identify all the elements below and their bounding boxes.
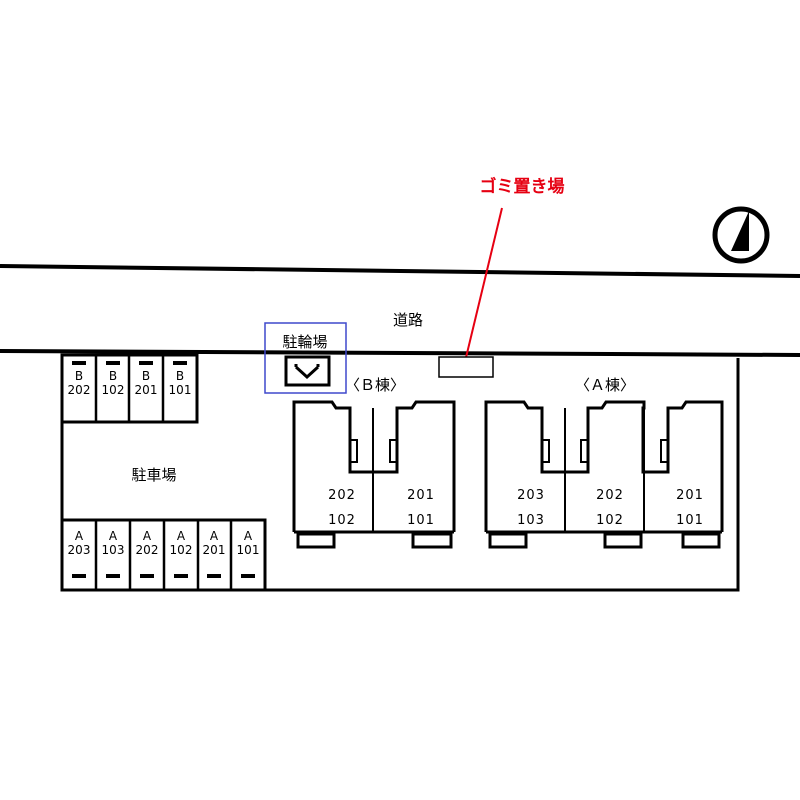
unit-label: 202 102: [596, 488, 624, 528]
unit-label: 202 102: [328, 488, 356, 528]
building-a: 203 103 202 102 201 101: [484, 400, 724, 549]
svg-text:203: 203: [68, 543, 91, 557]
unit-label: 201 101: [676, 488, 704, 528]
svg-text:202: 202: [136, 543, 159, 557]
svg-text:103: 103: [102, 543, 125, 557]
parking-lot-label: 駐車場: [131, 466, 176, 484]
svg-text:A: A: [75, 529, 84, 543]
svg-text:102: 102: [170, 543, 193, 557]
svg-text:202: 202: [328, 488, 356, 503]
svg-text:101: 101: [237, 543, 260, 557]
building-a-label: 〈Ａ棟〉: [575, 376, 635, 394]
site-boundary: [60, 355, 740, 592]
garbage-area: [438, 356, 494, 378]
svg-text:202: 202: [596, 488, 624, 503]
parking-space: B 102: [102, 361, 125, 397]
svg-text:201: 201: [407, 488, 435, 503]
parking-b-row: B 202 B 102 B 201 B 101: [60, 353, 199, 424]
garbage-pointer-line: [462, 207, 503, 371]
road-edge-top: [0, 264, 800, 278]
svg-text:A: A: [244, 529, 253, 543]
svg-text:203: 203: [517, 488, 545, 503]
svg-text:101: 101: [407, 513, 435, 528]
garbage-label: ゴミ置き場: [480, 176, 565, 197]
bicycle-parking-frame: [264, 322, 347, 394]
svg-text:B: B: [142, 369, 150, 383]
parking-space: A 203: [68, 529, 91, 578]
svg-text:102: 102: [596, 513, 624, 528]
building-b: 202 102 201 101: [292, 400, 456, 549]
svg-text:B: B: [176, 369, 184, 383]
svg-text:B: B: [109, 369, 117, 383]
svg-text:A: A: [210, 529, 219, 543]
svg-text:103: 103: [517, 513, 545, 528]
svg-text:202: 202: [68, 383, 91, 397]
parking-space: A 201: [203, 529, 226, 578]
svg-text:101: 101: [676, 513, 704, 528]
parking-space: A 102: [170, 529, 193, 578]
road-edge-bottom: [0, 349, 800, 357]
parking-a-row: A 203 A 103 A 202 A 102 A 201 A 101: [60, 518, 267, 592]
parking-space: B 201: [135, 361, 158, 397]
parking-space: B 202: [68, 361, 91, 397]
north-arrow-icon: [712, 206, 770, 264]
bicycle-parking-icon: [284, 355, 331, 387]
parking-space: A 103: [102, 529, 125, 578]
svg-text:102: 102: [328, 513, 356, 528]
svg-text:A: A: [109, 529, 118, 543]
road-label: 道路: [393, 311, 423, 329]
unit-label: 203 103: [517, 488, 545, 528]
parking-space: B 101: [169, 361, 192, 397]
svg-text:B: B: [75, 369, 83, 383]
svg-text:201: 201: [135, 383, 158, 397]
svg-text:201: 201: [676, 488, 704, 503]
svg-text:A: A: [143, 529, 152, 543]
parking-space: A 202: [136, 529, 159, 578]
svg-text:A: A: [177, 529, 186, 543]
svg-text:201: 201: [203, 543, 226, 557]
building-b-label: 〈Ｂ棟〉: [345, 376, 405, 394]
unit-label: 201 101: [407, 488, 435, 528]
bicycle-parking-label: 駐輪場: [282, 333, 327, 351]
parking-space: A 101: [237, 529, 260, 578]
svg-text:102: 102: [102, 383, 125, 397]
svg-text:101: 101: [169, 383, 192, 397]
